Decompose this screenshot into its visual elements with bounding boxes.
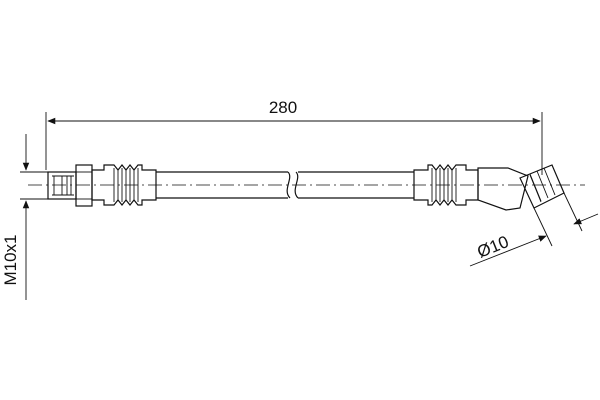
thread-label: M10x1 [1,234,20,285]
length-dimension: 280 [45,98,543,175]
diameter-extension-left [533,207,553,247]
diameter-leader-right [573,213,599,225]
length-label: 280 [269,98,297,117]
diameter-extension-right [563,192,583,232]
right-bent-fitting [477,164,565,211]
thread-dimension: M10x1 [1,134,30,300]
hose-body [156,171,414,199]
diameter-leader-left [469,235,547,267]
left-threaded-nut [20,164,93,207]
left-crimp-ferrule [91,164,157,206]
